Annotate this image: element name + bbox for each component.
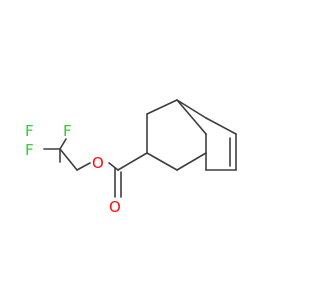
atom-f-left: F: [25, 122, 34, 140]
atom-o-carbonyl: O: [109, 198, 121, 216]
bond-c1-c8: [176, 99, 207, 119]
bond-c4-c5: [176, 152, 207, 171]
structure-canvas: F F F O O: [25, 99, 237, 216]
bond-c3-c4: [146, 152, 178, 171]
bond-ch2-o: [76, 162, 91, 171]
atom-f-top: F: [63, 122, 72, 140]
molecule-diagram: F F F O O: [25, 99, 237, 216]
atom-o-ester: O: [92, 154, 104, 172]
atom-f-bottom: F: [25, 141, 34, 159]
bond-o-carbonyl: [108, 162, 119, 171]
bond-c-ch2: [59, 148, 78, 171]
bond-c1-c9: [176, 99, 207, 135]
bond-carbonyl-ring: [117, 152, 148, 171]
bond-c8-c7: [205, 117, 237, 135]
bond-cf-upper: [59, 138, 67, 150]
bond-c2-c1: [146, 99, 178, 115]
